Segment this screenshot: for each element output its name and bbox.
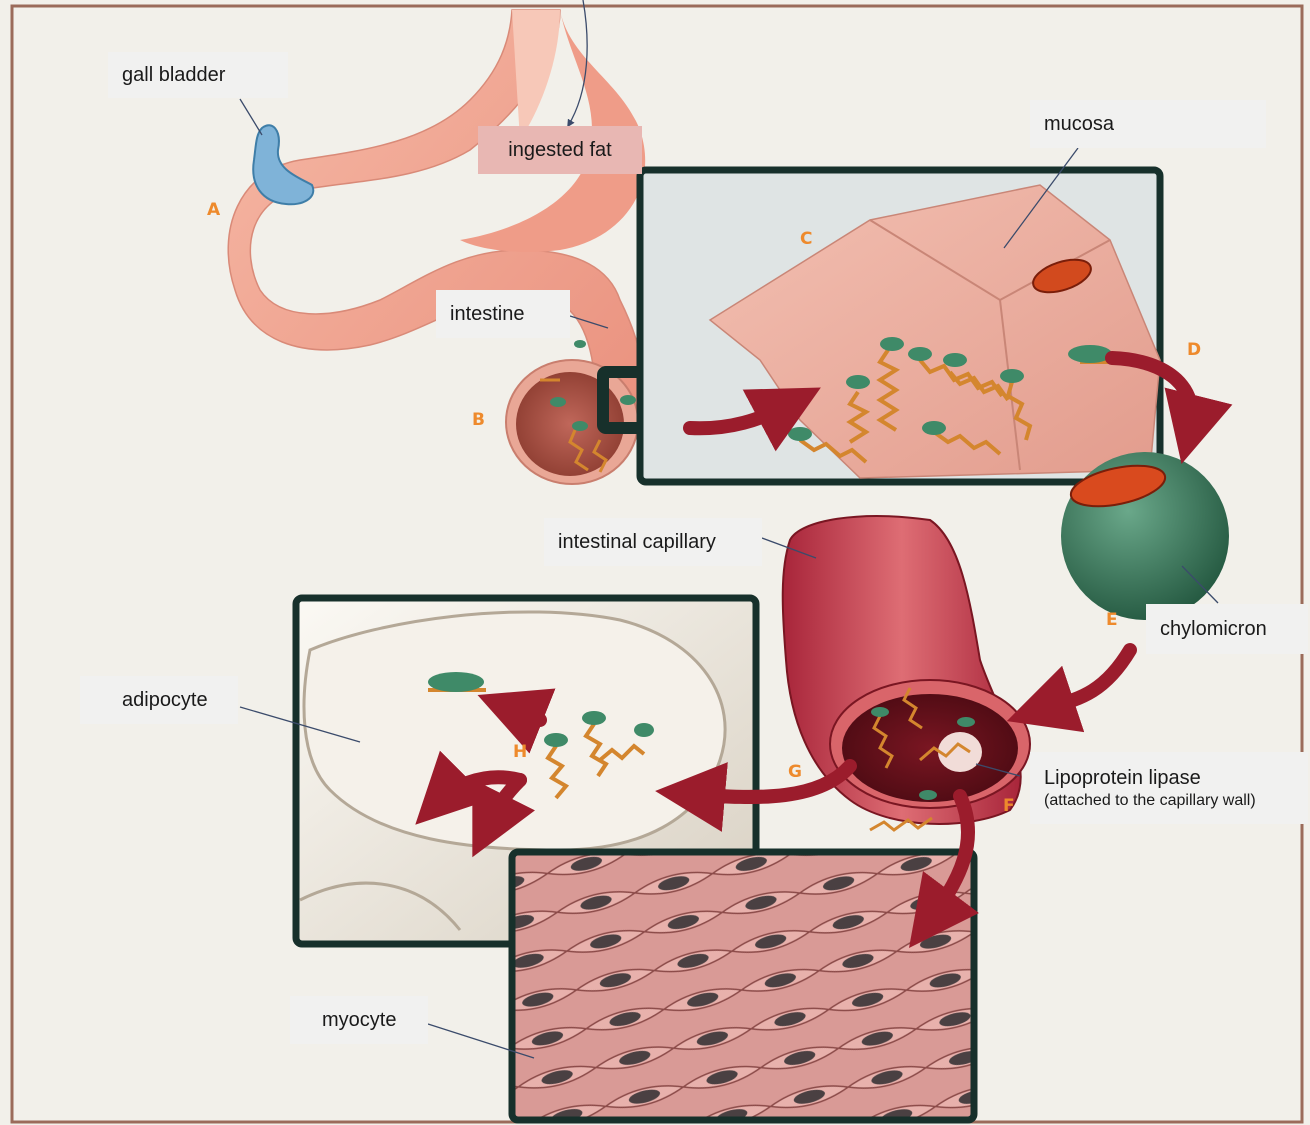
label-ingested-fat: ingested fat [478, 126, 642, 174]
step-letter-g: G [788, 762, 802, 782]
lipoprotein-lipase-blob [938, 732, 982, 772]
label-intestine: intestine [436, 290, 570, 338]
step-letter-c: C [800, 229, 812, 249]
label-myocyte: myocyte [290, 996, 428, 1044]
step-letter-b: B [472, 410, 485, 430]
arrow-to-capillary [1040, 650, 1130, 710]
leader-gall-bladder [240, 99, 262, 135]
adipocyte-cell [304, 612, 725, 850]
myocyte-panel [512, 852, 974, 1120]
label-lipoprotein-lipase-title: Lipoprotein lipase [1044, 767, 1201, 790]
label-intestinal-capillary: intestinal capillary [544, 518, 762, 566]
step-letter-d: D [1187, 340, 1201, 360]
step-letter-e: E [1106, 610, 1118, 630]
label-adipocyte: adipocyte [80, 676, 238, 724]
label-lipoprotein-lipase-note: (attached to the capillary wall) [1044, 792, 1256, 810]
label-lipoprotein-lipase: Lipoprotein lipase (attached to the capi… [1030, 752, 1308, 824]
label-chylomicron: chylomicron [1146, 604, 1308, 654]
step-letter-a: A [207, 200, 220, 220]
step-letter-h: H [513, 742, 527, 762]
label-gall-bladder: gall bladder [108, 52, 288, 98]
step-letter-f: F [1003, 796, 1015, 816]
chylomicron-shape [1061, 452, 1229, 620]
capillary-shape [783, 516, 1030, 824]
label-mucosa: mucosa [1030, 100, 1266, 148]
